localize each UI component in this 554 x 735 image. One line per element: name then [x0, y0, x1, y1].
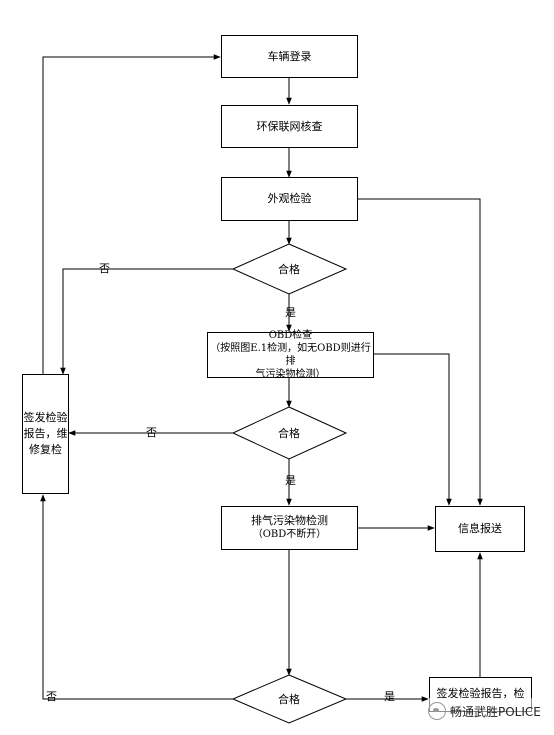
label-no-2: 否 — [146, 426, 157, 439]
arrow-decision3-no — [40, 494, 233, 700]
decision-diamond-3 — [231, 674, 348, 724]
step-obd-check: OBD检查 （按照图E.1检测，如无OBD则进行排 气污染物检测） — [207, 330, 374, 380]
step-emission-test: 排气污染物检测 （OBD不断开） — [221, 506, 358, 550]
step-vehicle-login: 车辆登录 — [221, 35, 358, 78]
label-no-3: 否 — [46, 690, 57, 703]
step-env-network-check: 环保联网核查 — [221, 105, 358, 148]
decision-2-label: 合格 — [259, 423, 319, 443]
watermark-text: 畅通武胜POLICE — [450, 704, 541, 719]
arrow-obd-to-info — [374, 353, 452, 506]
label-yes-1: 是 — [285, 306, 296, 319]
label-yes-3: 是 — [384, 690, 395, 703]
decision-diamond-1 — [231, 243, 348, 295]
watermark: 畅通武胜POLICE — [428, 698, 554, 724]
step-emission-test-title: 排气污染物检测 — [251, 514, 328, 527]
arrow-appearance-to-info — [358, 198, 483, 506]
step-obd-check-line3: 气污染物检测） — [255, 369, 326, 380]
step-env-network-check-label: 环保联网核查 — [256, 119, 323, 133]
label-no-1: 否 — [99, 262, 110, 275]
step-info-submit-label: 信息报送 — [458, 522, 502, 535]
wechat-icon — [428, 702, 446, 720]
decision-3-label: 合格 — [259, 689, 319, 709]
step-issue-report-repair-line3: 修复检 — [29, 443, 62, 456]
step-issue-report-repair: 签发检验 报告，维 修复检 — [22, 374, 69, 494]
decision-1-text: 合格 — [278, 263, 300, 276]
decision-2-text: 合格 — [278, 427, 300, 440]
step-appearance-check-label: 外观检验 — [267, 192, 312, 205]
step-issue-report-line1: 签发检验报告，检 — [436, 687, 525, 700]
decision-diamond-2 — [231, 406, 348, 460]
step-obd-check-title: OBD检查 — [268, 330, 313, 341]
label-yes-2: 是 — [285, 474, 296, 487]
decision-3-text: 合格 — [278, 693, 300, 706]
step-appearance-check: 外观检验 — [221, 177, 358, 221]
step-issue-report-repair-line2: 报告，维 — [23, 427, 68, 440]
step-obd-check-line2: （按照图E.1检测，如无OBD则进行排 — [210, 343, 371, 367]
step-issue-report-repair-line1: 签发检验 — [23, 411, 68, 424]
step-info-submit: 信息报送 — [435, 506, 525, 552]
arrow-repair-to-login — [42, 54, 221, 374]
decision-1-label: 合格 — [259, 259, 319, 279]
step-vehicle-login-label: 车辆登录 — [267, 49, 312, 63]
arrow-decision1-no — [60, 268, 233, 375]
step-emission-test-sub: （OBD不断开） — [252, 529, 327, 540]
